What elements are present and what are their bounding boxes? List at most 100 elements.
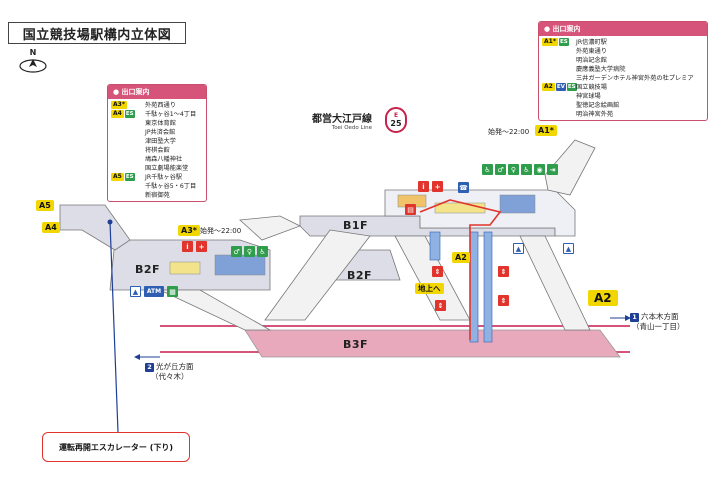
exit-guide-row: 明治神宮外苑 — [539, 110, 707, 119]
elevator-route-line — [419, 199, 502, 340]
exit-tag: ES — [124, 110, 135, 118]
escalator-sign-icon: ▲ — [513, 243, 524, 254]
exit-destination: 千駄ヶ谷1～4丁目 — [145, 111, 197, 118]
dir1-arrow-head — [625, 315, 631, 321]
exit-a1-label: A1* — [535, 125, 557, 136]
exit-guide-row: 新宿御苑 — [108, 191, 206, 200]
direction-1-num: 1 — [630, 313, 639, 322]
line-romaji: Toei Oedo Line — [331, 125, 372, 131]
exit-destination: 外苑西通り — [145, 102, 176, 109]
exit-destination: 国立競技場 — [576, 84, 607, 91]
exit-destination: 新宿御苑 — [145, 192, 170, 199]
exit-destination: 国立劇場能楽堂 — [145, 165, 189, 172]
a4-a5-corridor — [59, 204, 131, 251]
exit-tag: ES — [558, 38, 569, 46]
exit-gate-icon: ⇥ — [547, 164, 558, 175]
stair-b2f-left-to-b3f — [159, 289, 272, 331]
exit-tag: A5 — [111, 173, 124, 181]
restroom-icon: ♿ — [482, 164, 493, 175]
compass-icon — [19, 59, 47, 73]
ticket-machine-icon: ▤ — [405, 204, 416, 215]
elevator-b1f-right-icon: ⇕ — [498, 266, 509, 277]
exit-a5-label: A5 — [36, 200, 54, 211]
dir2-arrow-head — [134, 354, 140, 360]
direction-1-label: 六本木方面 — [641, 312, 679, 321]
exit-destination: 三井ガーデンホテル神宮外苑の杜プレミア — [576, 75, 694, 82]
exit-destination: 東京体育館 — [145, 120, 176, 127]
b2f-accessible-restroom-icon: ♿ — [257, 246, 268, 257]
page-title: 国立競技場駅構内立体図 — [8, 22, 186, 44]
exit-guide-row: 東京体育館 — [108, 119, 206, 128]
exit-guide-left-heading: ● 出口案内 — [108, 85, 206, 99]
exit-guide-row: 国立劇場能楽堂 — [108, 164, 206, 173]
exit-destination: 神宮球場 — [576, 93, 601, 100]
to-ground-label: 地上へ — [415, 283, 444, 294]
exit-destination: JP共済会館 — [145, 129, 176, 136]
line-name: 都営大江戸線 — [312, 114, 372, 125]
exit-a2-main-label: A2 — [588, 290, 618, 306]
exit-tag: ES — [566, 83, 577, 91]
floor-label-b1f: B1F — [343, 219, 369, 232]
exit-guide-row: A3* 外苑西通り — [108, 101, 206, 110]
exit-tag: A3* — [111, 101, 127, 109]
a3-hours-note: 始発～22:00 — [200, 227, 242, 235]
exit-destination: 聖徳記念絵画館 — [576, 102, 620, 109]
elevator-b3f-right-icon: ⇕ — [498, 295, 509, 306]
atm-icon: ATM — [144, 286, 164, 297]
elevator-shaft-1 — [469, 231, 479, 343]
line-name-block: 都営大江戸線 Toei Oedo Line — [312, 110, 372, 131]
b2f-information-icon: i — [182, 241, 193, 252]
exit-guide-row: A1*ES JR信濃町駅 — [539, 38, 707, 47]
north-label: N — [29, 48, 37, 57]
callout-connector-line — [109, 221, 119, 433]
b2f-first-aid-icon: + — [196, 241, 207, 252]
exit-destination: 明治記念館 — [576, 57, 607, 64]
exit-guide-row: 慶應義塾大学病院 — [539, 65, 707, 74]
direction-1-sub: （青山一丁目） — [632, 322, 685, 331]
direction-2-label: 光が丘方面 — [156, 362, 194, 371]
direction-2-num: 2 — [145, 363, 154, 372]
exit-a2-small-label: A2 — [452, 252, 470, 263]
exit-destination: 慶應義塾大学病院 — [576, 66, 626, 73]
a1-stairway — [544, 139, 596, 196]
exit-destination: 外苑東通り — [576, 48, 607, 55]
compass: N — [18, 48, 48, 79]
exit-guide-row: 明治記念館 — [539, 56, 707, 65]
baby-care-icon: ◉ — [534, 164, 545, 175]
first-aid-icon: + — [432, 181, 443, 192]
exit-destination: JR千駄ヶ谷駅 — [145, 174, 183, 181]
exit-guide-row: 三井ガーデンホテル神宮外苑の杜プレミア — [539, 74, 707, 83]
exit-tag: A1* — [542, 38, 558, 46]
callout-anchor-point — [107, 219, 113, 225]
exit-tag: ES — [124, 173, 135, 181]
exit-guide-row: 鳩森八幡神社 — [108, 155, 206, 164]
a1-hours-note: 始発～22:00 — [488, 128, 530, 136]
b2f-womens-restroom-icon: ♀ — [244, 246, 255, 257]
b2f-facility-icons: ♂ ♀ ♿ — [231, 246, 268, 257]
line-badge-icon: E 25 — [385, 107, 407, 133]
floor-label-b2f-left: B2F — [135, 263, 161, 276]
floor-label-b2f-center: B2F — [347, 269, 373, 282]
b2f-escalator-icon: ▲ — [130, 286, 141, 297]
elevator-b1f-icon: ⇕ — [432, 266, 443, 277]
accessible-restroom-icon: ♿ — [521, 164, 532, 175]
b1f-facility-icons: ♿ ♂ ♀ ♿ ◉ ⇥ — [482, 164, 558, 175]
stair-a2-to-b3f — [519, 235, 591, 331]
stair-sign-icon: ▲ — [563, 243, 574, 254]
line-badge-number: 25 — [390, 119, 402, 128]
exit-guide-row: JP共済会館 — [108, 128, 206, 137]
stair-b2f-to-b1f — [239, 215, 302, 241]
restroom-block — [499, 194, 536, 214]
escalator-callout: 運転再開エスカレーター (下り) — [42, 432, 190, 462]
exit-a4-label: A4 — [42, 222, 60, 233]
stair-b1f-to-b3f-left — [264, 229, 371, 321]
b2f-service-icons: ▲ ATM ▦ — [130, 286, 178, 297]
exit-tag: A2 — [542, 83, 555, 91]
womens-restroom-icon: ♀ — [508, 164, 519, 175]
exit-destination: JR信濃町駅 — [576, 39, 607, 46]
